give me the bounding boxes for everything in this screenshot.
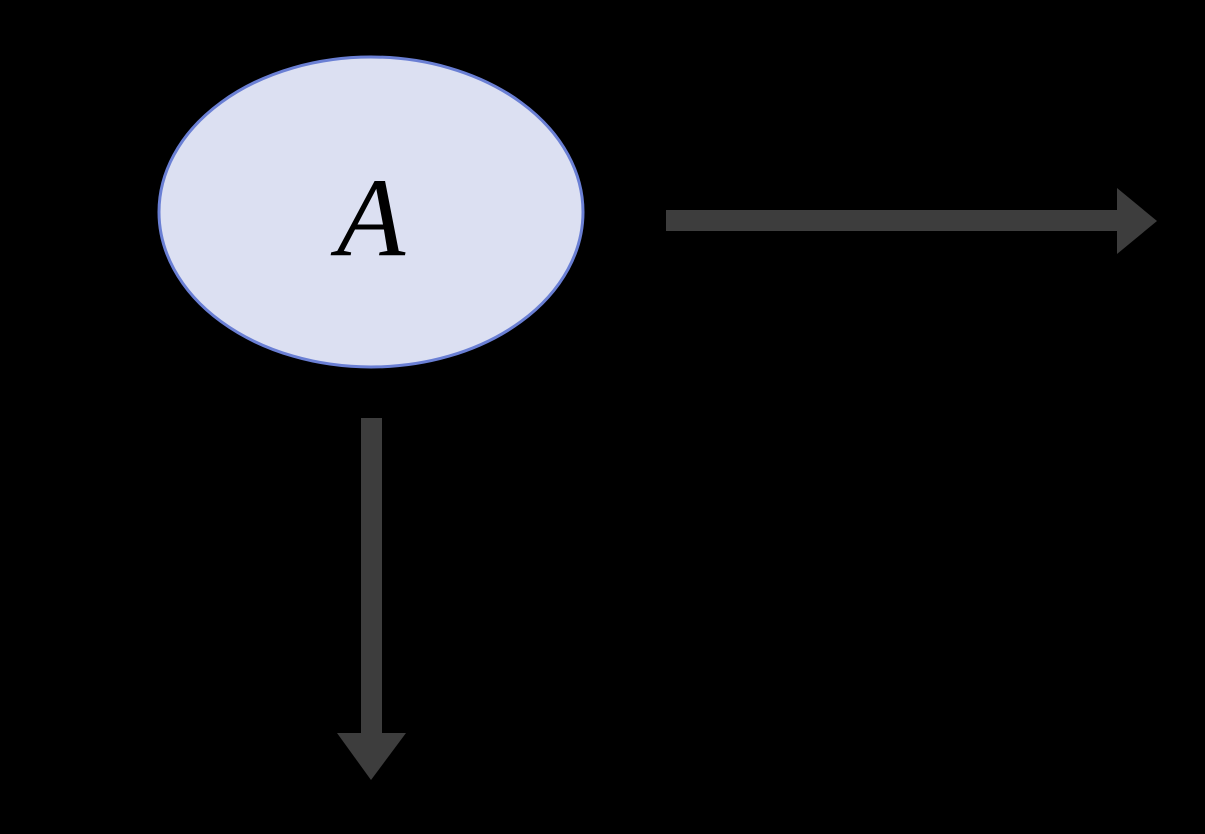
arrow-right-shaft bbox=[666, 210, 1119, 231]
node-a[interactable]: A bbox=[157, 55, 585, 369]
node-a-ellipse-outline bbox=[157, 55, 585, 369]
edge-arrow-down[interactable] bbox=[337, 418, 406, 780]
arrow-down-head bbox=[337, 733, 406, 780]
arrow-down-shaft bbox=[361, 418, 382, 735]
node-a-label: A bbox=[330, 156, 406, 280]
arrow-right-head bbox=[1117, 188, 1157, 254]
edge-arrow-right[interactable] bbox=[666, 188, 1157, 254]
node-a-ellipse bbox=[159, 57, 583, 367]
